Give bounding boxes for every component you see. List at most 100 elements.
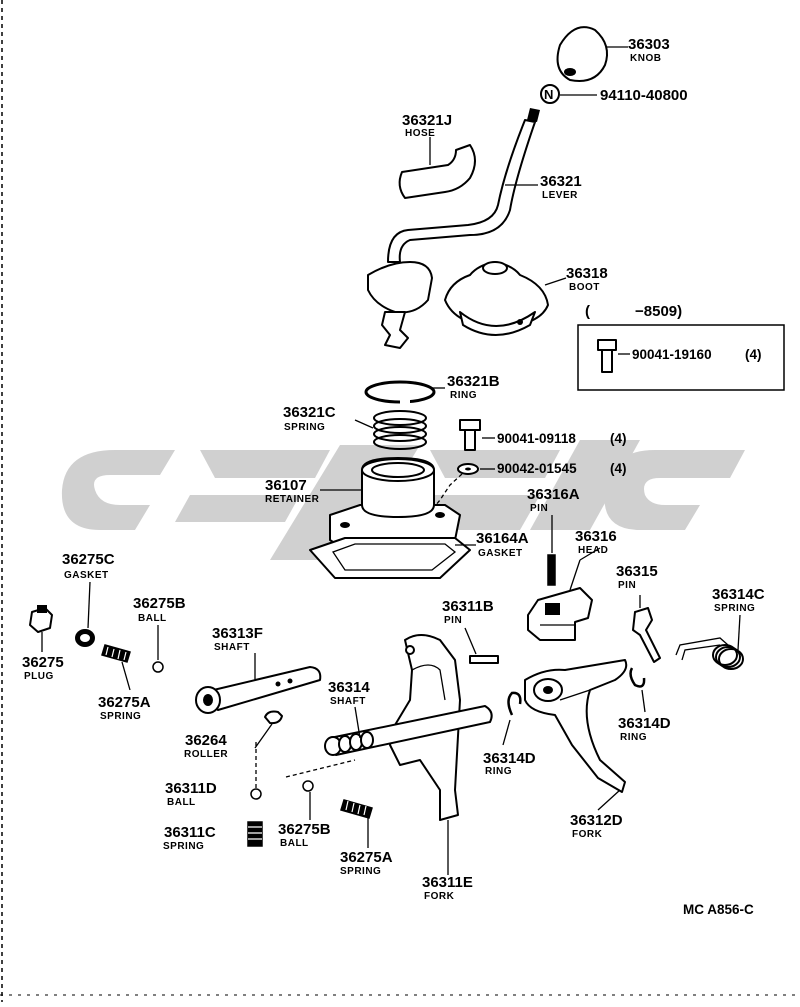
- bolt-a-qty: (4): [610, 431, 627, 446]
- ring-d-right-name: RING: [620, 732, 647, 743]
- spring-sc-name: SPRING: [163, 841, 204, 852]
- bolt-a-number: 90041-09118: [497, 431, 576, 446]
- knob-number: 36303: [628, 36, 670, 53]
- head-name: HEAD: [578, 545, 608, 556]
- ball-b-top-number: 36275B: [133, 595, 186, 612]
- spring-c-number: 36314C: [712, 586, 765, 603]
- ring-d-right-number: 36314D: [618, 715, 671, 732]
- gasket-main-number: 36164A: [476, 530, 529, 547]
- ring-name: RING: [450, 390, 477, 401]
- ring-d-right-part: [629, 667, 646, 688]
- knob-name: KNOB: [630, 53, 661, 64]
- spring-c-part: [675, 614, 744, 670]
- ball-b-bot-number: 36275B: [278, 821, 331, 838]
- pin-a-number: 36316A: [527, 486, 580, 503]
- pin-c-name: PIN: [444, 615, 462, 626]
- inset-bolt-part: [597, 339, 617, 373]
- pin-b-number: 36315: [616, 563, 658, 580]
- plug-number: 36275: [22, 654, 64, 671]
- gasket-main-part: [309, 537, 471, 579]
- pin-b-part: [632, 607, 661, 663]
- roller-part: [264, 710, 283, 725]
- pin-a-part: [547, 554, 556, 586]
- plug-name: PLUG: [24, 671, 54, 682]
- plug-part: [29, 605, 53, 633]
- roller-name: ROLLER: [184, 749, 228, 760]
- shaft-name: SHAFT: [330, 696, 366, 707]
- boot-name: BOOT: [569, 282, 600, 293]
- shaft-f-name: SHAFT: [214, 642, 250, 653]
- lever-number: 36321: [540, 173, 582, 190]
- spring-sc-number: 36311C: [164, 824, 216, 841]
- washer-number: 90042-01545: [497, 461, 577, 476]
- ball-b-bot-name: BALL: [280, 838, 309, 849]
- retainer-name: RETAINER: [265, 494, 320, 505]
- nut-symbol-letter: N: [544, 87, 553, 102]
- ring-part: [364, 380, 436, 404]
- pin-b-name: PIN: [618, 580, 636, 591]
- shaft-f-part: [195, 666, 322, 714]
- spring-c-name: SPRING: [714, 603, 755, 614]
- boot-part: [444, 261, 549, 336]
- lever-part: [367, 108, 540, 349]
- ball-b-top-part: [152, 661, 164, 673]
- ball-b-top-name: BALL: [138, 613, 167, 624]
- shaft-part: [324, 705, 493, 756]
- spring-a-bot-number: 36275A: [340, 849, 393, 866]
- spring-name: SPRING: [284, 422, 325, 433]
- inset-range-open: (: [585, 303, 590, 320]
- lever-name: LEVER: [542, 190, 578, 201]
- fork-d-name: FORK: [572, 829, 603, 840]
- ring-d-left-number: 36314D: [483, 750, 536, 767]
- head-part: [527, 587, 593, 641]
- ball-b-bot-part: [302, 780, 314, 792]
- shaft-f-number: 36313F: [212, 625, 263, 642]
- ring-d-left-name: RING: [485, 766, 512, 777]
- nut-number: 94110-40800: [600, 87, 688, 104]
- spring-a-bot-name: SPRING: [340, 866, 381, 877]
- roller-number: 36264: [185, 732, 227, 749]
- shaft-number: 36314: [328, 679, 370, 696]
- inset-bolt-qty: (4): [745, 347, 762, 362]
- hose-number: 36321J: [402, 112, 452, 129]
- inset-bolt-number: 90041-19160: [632, 347, 712, 362]
- spring-a-top-name: SPRING: [100, 711, 141, 722]
- fork-e-name: FORK: [424, 891, 455, 902]
- gasket-c-number: 36275C: [62, 551, 115, 568]
- inset-range-value: −8509): [635, 303, 682, 320]
- spring-part: [373, 410, 427, 450]
- ring-number: 36321B: [447, 373, 500, 390]
- head-number: 36316: [575, 528, 617, 545]
- hose-part: [398, 144, 476, 199]
- fork-e-number: 36311E: [422, 874, 473, 891]
- pin-c-part: [469, 655, 499, 664]
- bolt-part: [459, 419, 481, 451]
- spring-a-top-number: 36275A: [98, 694, 151, 711]
- gasket-c-name: GASKET: [64, 570, 109, 581]
- fork-d-number: 36312D: [570, 812, 623, 829]
- gasket-c-part: [75, 629, 95, 647]
- fork-d-part: [524, 659, 628, 793]
- gasket-main-name: GASKET: [478, 548, 523, 559]
- ball-d-part: [250, 788, 262, 800]
- spring-a-bot-part: [340, 799, 373, 819]
- spring-a-top-part: [101, 644, 131, 663]
- washer-qty: (4): [610, 461, 627, 476]
- diagram-code: MC A856-C: [683, 902, 754, 917]
- retainer-number: 36107: [265, 477, 307, 494]
- inset-box: [577, 324, 785, 391]
- spring-sc-part: [247, 821, 263, 847]
- hose-name: HOSE: [405, 128, 435, 139]
- pin-c-number: 36311B: [442, 598, 494, 615]
- nut-symbol: N: [540, 84, 560, 104]
- pin-a-name: PIN: [530, 503, 548, 514]
- knob-part: [556, 26, 608, 82]
- washer-part: [457, 463, 479, 475]
- ball-d-name: BALL: [167, 797, 196, 808]
- ring-d-left-part: [507, 691, 522, 716]
- spring-number: 36321C: [283, 404, 336, 421]
- ball-d-number: 36311D: [165, 780, 217, 797]
- boot-number: 36318: [566, 265, 608, 282]
